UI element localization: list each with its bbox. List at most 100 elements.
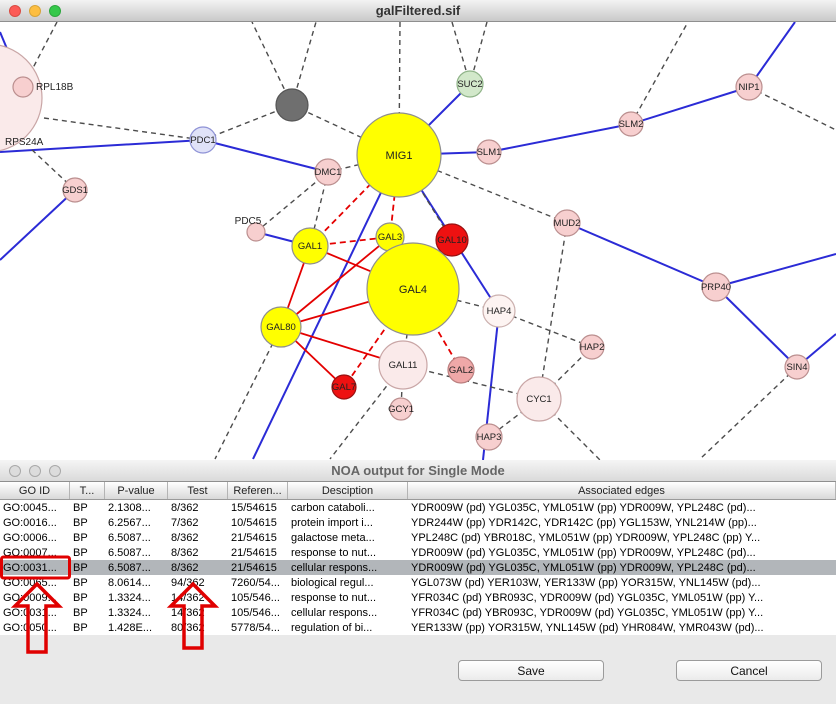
node-cyc1[interactable]: CYC1: [516, 376, 562, 422]
edge: [0, 189, 76, 261]
node-slm2[interactable]: SLM2: [618, 111, 644, 137]
node-rpl18b-label: RPL18B: [36, 82, 74, 93]
node-prp40[interactable]: PRP40: [701, 272, 731, 302]
node-mig1[interactable]: MIG1: [356, 112, 442, 198]
col-header-associated-edges[interactable]: Associated edges: [408, 482, 836, 499]
node-sin4[interactable]: SIN4: [784, 354, 810, 380]
node-hap4[interactable]: HAP4: [482, 294, 516, 328]
node-mud2[interactable]: MUD2: [553, 209, 581, 237]
table-row[interactable]: GO:0006... BP 6.5087... 8/362 21/54615 g…: [0, 530, 836, 545]
node-gds1[interactable]: GDS1: [62, 177, 88, 203]
node-hap2-circle: [579, 334, 605, 360]
table-row[interactable]: GO:0009... BP 1.3324... 14/362 105/546..…: [0, 590, 836, 605]
table-row[interactable]: GO:0031... BP 6.5087... 8/362 21/54615 c…: [0, 560, 836, 575]
node-hap2[interactable]: HAP2: [579, 334, 605, 360]
cell-go-id: GO:0050...: [3, 621, 57, 634]
node-gal80-label: GAL80: [266, 322, 296, 333]
node-cyc1-label: CYC1: [526, 394, 551, 405]
node-nip1[interactable]: NIP1: [735, 73, 763, 101]
cell-description: carbon cataboli...: [291, 501, 375, 514]
node-slm1-label: SLM1: [477, 147, 502, 158]
node-hap3[interactable]: HAP3: [475, 423, 503, 451]
table-row[interactable]: GO:0045... BP 2.1308... 8/362 15/54615 c…: [0, 500, 836, 515]
node-gal2-label: GAL2: [449, 365, 473, 376]
cell-test: 14/362: [171, 606, 205, 619]
cell-test: 80/362: [171, 621, 205, 634]
node-gds1-label: GDS1: [62, 185, 88, 196]
table-row[interactable]: GO:0016... BP 6.2567... 7/362 10/54615 p…: [0, 515, 836, 530]
network-window-titlebar[interactable]: galFiltered.sif: [0, 0, 836, 22]
node-gal7[interactable]: GAL7: [331, 374, 357, 400]
zoom-button[interactable]: [49, 5, 61, 17]
node-gal4[interactable]: GAL4: [366, 242, 460, 336]
node-slm1[interactable]: SLM1: [476, 139, 502, 165]
node-rpl18b[interactable]: RPL18B: [12, 76, 74, 98]
noa-output-window: NOA output for Single Mode GO ID T... P-…: [0, 460, 836, 704]
close-button[interactable]: [9, 5, 21, 17]
col-header-go-id[interactable]: GO ID: [0, 482, 70, 499]
edge: [566, 222, 717, 288]
cell-go-id: GO:0031...: [3, 606, 57, 619]
cell-reference: 21/54615: [231, 531, 277, 544]
cell-reference: 105/546...: [231, 591, 280, 604]
cell-test: 8/362: [171, 561, 199, 574]
node-gds1-circle: [62, 177, 88, 203]
col-header-reference[interactable]: Referen...: [228, 482, 288, 499]
edge: [0, 139, 204, 153]
node-gal10[interactable]: GAL10: [435, 223, 469, 257]
table-row[interactable]: GO:0007... BP 6.5087... 8/362 21/54615 r…: [0, 545, 836, 560]
node-suc2[interactable]: SUC2: [456, 70, 484, 98]
node-pdc1-label: PDC1: [190, 135, 215, 146]
edge: [630, 86, 750, 125]
cell-go-id: GO:0065...: [3, 576, 57, 589]
node-rps24a[interactable]: RPS24A: [0, 44, 44, 152]
node-gal2[interactable]: GAL2: [447, 356, 475, 384]
node-gal4-label: GAL4: [399, 284, 427, 296]
table-header: GO ID T... P-value Test Referen... Desci…: [0, 482, 836, 500]
edge: [748, 86, 836, 131]
edge: [280, 236, 391, 328]
edge: [488, 123, 632, 153]
cancel-button[interactable]: Cancel: [676, 660, 822, 681]
cell-associated-edges: YFR034C (pd) YBR093C, YDR009W (pd) YGL03…: [411, 606, 764, 619]
node-pdc1[interactable]: PDC1: [189, 126, 217, 154]
save-button[interactable]: Save: [458, 660, 604, 681]
col-header-test[interactable]: Test: [168, 482, 228, 499]
cell-description: biological regul...: [291, 576, 374, 589]
zoom-button[interactable]: [49, 465, 61, 477]
cell-type: BP: [73, 576, 88, 589]
node-suc2-circle: [456, 70, 484, 98]
noa-window-titlebar[interactable]: NOA output for Single Mode: [0, 460, 836, 482]
node-gcy1[interactable]: GCY1: [388, 397, 414, 421]
cell-reference: 10/54615: [231, 516, 277, 529]
node-unlabeled-gray[interactable]: [275, 88, 309, 122]
cell-associated-edges: YPL248C (pd) YBR018C, YML051W (pp) YDR00…: [411, 531, 761, 544]
node-cyc1-circle: [516, 376, 562, 422]
table-row[interactable]: GO:0031... BP 1.3324... 14/362 105/546..…: [0, 605, 836, 620]
node-gal1-label: GAL1: [298, 241, 322, 252]
cell-p-value: 1.3324...: [108, 591, 151, 604]
node-gal11[interactable]: GAL11: [378, 340, 428, 390]
node-gal1-circle: [291, 227, 329, 265]
node-gal1[interactable]: GAL1: [291, 227, 329, 265]
network-canvas[interactable]: RPS24A RPL18B PDC1 GDS1: [0, 22, 836, 460]
minimize-button[interactable]: [29, 465, 41, 477]
node-gal80[interactable]: GAL80: [260, 306, 302, 348]
col-header-type[interactable]: T...: [70, 482, 105, 499]
node-pdc5[interactable]: PDC5: [235, 216, 266, 242]
col-header-description[interactable]: Desciption: [288, 482, 408, 499]
node-hap3-label: HAP3: [477, 432, 502, 443]
cell-description: response to nut...: [291, 591, 376, 604]
col-header-p-value[interactable]: P-value: [105, 482, 168, 499]
node-dmc1[interactable]: DMC1: [314, 158, 342, 186]
cell-go-id: GO:0007...: [3, 546, 57, 559]
cell-description: cellular respons...: [291, 561, 378, 574]
table-row[interactable]: GO:0050... BP 1.428E... 80/362 5778/54..…: [0, 620, 836, 635]
cell-associated-edges: YDR244W (pp) YDR142C, YDR142C (pp) YGL15…: [411, 516, 757, 529]
edge: [498, 310, 593, 348]
minimize-button[interactable]: [29, 5, 41, 17]
close-button[interactable]: [9, 465, 21, 477]
cell-reference: 21/54615: [231, 546, 277, 559]
node-slm1-circle: [476, 139, 502, 165]
table-row[interactable]: GO:0065... BP 8.0614... 94/362 7260/54..…: [0, 575, 836, 590]
